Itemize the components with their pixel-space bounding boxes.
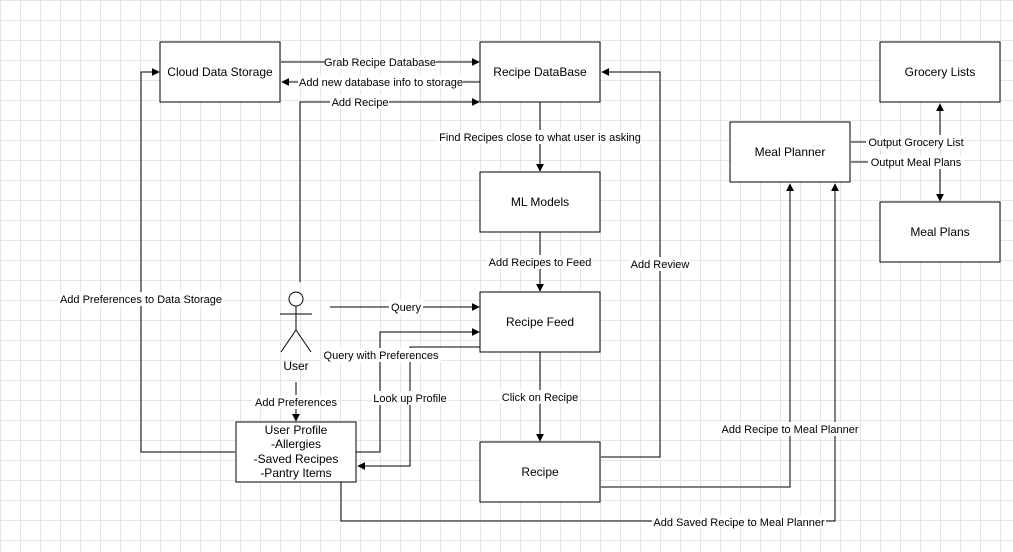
label-add-to-feed: Add Recipes to Feed [487, 255, 593, 269]
label-add-preferences: Add Preferences [252, 395, 338, 409]
label-add-review: Add Review [630, 257, 691, 271]
svg-text:Click on Recipe: Click on Recipe [502, 392, 578, 404]
svg-text:ML Models: ML Models [511, 195, 569, 209]
svg-text:Recipe Feed: Recipe Feed [506, 315, 574, 329]
node-meal-planner[interactable]: Meal Planner [729, 121, 851, 183]
node-meal-plans[interactable]: Meal Plans [879, 201, 1001, 263]
label-lookup-profile: Look up Profile [372, 391, 449, 405]
svg-text:Meal Plans: Meal Plans [910, 225, 969, 239]
label-grab-database: Grab Recipe Database [324, 55, 436, 69]
svg-text:Add Recipes to Feed: Add Recipes to Feed [489, 257, 592, 269]
user-actor-label: User [283, 359, 308, 373]
svg-text:Cloud Data Storage: Cloud Data Storage [167, 65, 273, 79]
svg-text:Recipe: Recipe [521, 465, 559, 479]
svg-text:Add Saved Recipe to Meal Plann: Add Saved Recipe to Meal Planner [653, 517, 825, 529]
svg-text:Look up Profile: Look up Profile [373, 393, 446, 405]
edge-labels: Grab Recipe Database Add new database in… [58, 55, 966, 529]
svg-text:Query with Preferences: Query with Preferences [324, 350, 439, 362]
label-add-recipe: Add Recipe [330, 95, 389, 109]
label-find-recipes: Find Recipes close to what user is askin… [437, 130, 643, 144]
node-recipe[interactable]: Recipe [479, 441, 601, 503]
user-profile-saved-recipes: -Saved Recipes [254, 452, 339, 466]
user-actor-left-leg [280, 329, 297, 353]
svg-text:Add Recipe: Add Recipe [332, 97, 389, 109]
svg-text:Meal Planner: Meal Planner [755, 145, 826, 159]
svg-text:Output Meal Plans: Output Meal Plans [871, 157, 962, 169]
node-grocery-lists[interactable]: Grocery Lists [879, 41, 1001, 103]
svg-text:Add Preferences: Add Preferences [255, 397, 337, 409]
node-cloud-data-storage[interactable]: Cloud Data Storage [159, 41, 281, 103]
label-output-grocery: Output Grocery List [866, 135, 966, 149]
svg-text:Query: Query [391, 302, 421, 314]
svg-text:Add Recipe to Meal Planner: Add Recipe to Meal Planner [722, 424, 859, 436]
label-query-with-prefs: Query with Preferences [321, 348, 441, 362]
edge-prefs-to-storage [140, 68, 235, 453]
svg-text:Grab Recipe Database: Grab Recipe Database [324, 57, 436, 69]
svg-text:Grocery Lists: Grocery Lists [905, 65, 976, 79]
label-recipe-to-planner: Add Recipe to Meal Planner [720, 422, 860, 436]
edge-recipe-to-planner [601, 183, 794, 488]
user-profile-pantry-items: -Pantry Items [260, 466, 331, 480]
label-click-recipe: Click on Recipe [500, 390, 580, 404]
svg-text:Add Preferences to Data Storag: Add Preferences to Data Storage [60, 294, 222, 306]
svg-text:Add new database info to stora: Add new database info to storage [299, 77, 463, 89]
svg-text:Add Review: Add Review [631, 259, 690, 271]
label-output-meal-plans: Output Meal Plans [868, 155, 964, 169]
user-profile-title: User Profile [265, 423, 328, 437]
node-user-profile[interactable]: User Profile -Allergies -Saved Recipes -… [235, 421, 357, 483]
user-actor[interactable]: User [280, 291, 312, 373]
node-recipe-database[interactable]: Recipe DataBase [479, 41, 601, 103]
edge-user-add-recipe [299, 98, 480, 282]
edge-lookup-profile [357, 346, 480, 470]
svg-text:Recipe DataBase: Recipe DataBase [493, 65, 587, 79]
svg-text:Output Grocery List: Output Grocery List [868, 137, 963, 149]
label-query: Query [389, 300, 423, 314]
label-prefs-to-storage: Add Preferences to Data Storage [58, 292, 224, 306]
svg-text:Find Recipes close to what use: Find Recipes close to what user is askin… [439, 132, 641, 144]
node-ml-models[interactable]: ML Models [479, 171, 601, 233]
user-actor-head [288, 291, 304, 307]
user-actor-right-leg [295, 329, 312, 353]
label-saved-to-planner: Add Saved Recipe to Meal Planner [652, 515, 826, 529]
user-profile-allergies: -Allergies [271, 437, 321, 451]
node-recipe-feed[interactable]: Recipe Feed [479, 291, 601, 353]
edge-saved-to-planner [340, 183, 839, 522]
label-add-db-info: Add new database info to storage [298, 75, 463, 89]
